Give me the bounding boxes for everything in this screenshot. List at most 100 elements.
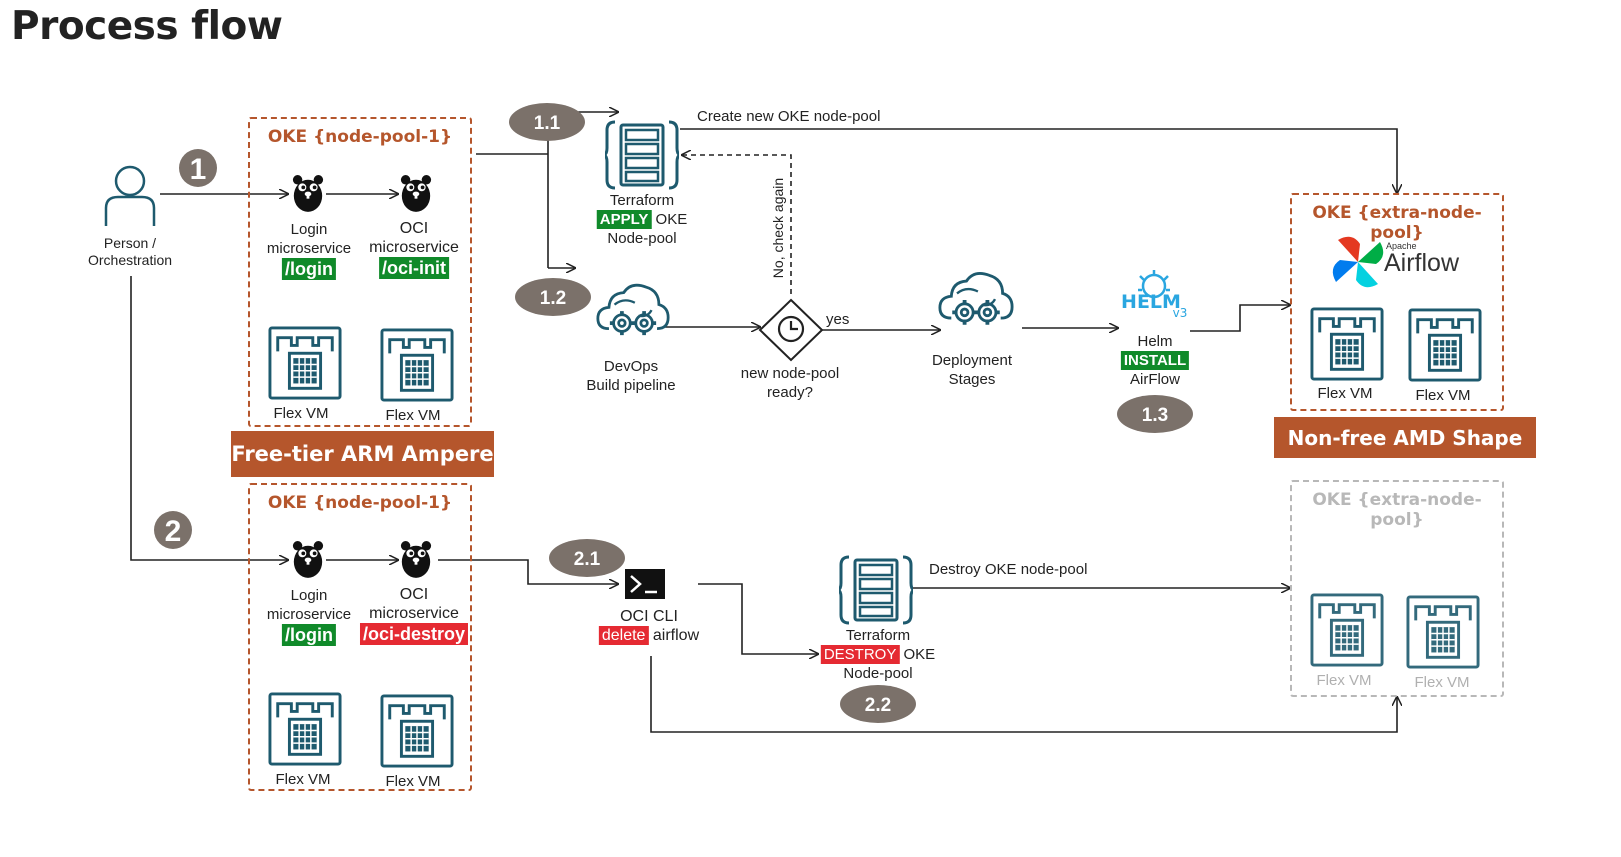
helm-version-text: v3 [1173,306,1188,320]
extra-node-pool-title: OKE {extra-node-pool} [1312,203,1482,243]
oci-destroy-path-tag: /oci-destroy [359,623,469,645]
terraform-apply-label: Terraform APPLY OKE Node-pool [596,191,688,248]
airflow-apache-text: Apache [1386,241,1417,251]
edge-label-check-again: No, check again [770,178,786,278]
oci-microservice-label-2: OCI microservice /oci-destroy [359,585,469,645]
login-microservice-label-2: Login microservice /login [267,586,351,646]
edge-label-destroy: Destroy OKE node-pool [929,561,1088,578]
devops-line2: Build pipeline [586,377,676,394]
step-badge-2-1 [549,539,625,577]
flex-vm-label-grey: Flex VM [1414,674,1470,691]
person-icon [104,165,156,226]
step-badge-1-3 [1117,395,1193,433]
devops-pipeline-icon [596,283,670,337]
step-badge-1-1 [509,103,585,141]
extra-node-pool-box: OKE {extra-node-pool} [1290,193,1504,411]
step-badge-1 [179,149,217,187]
step-badge-1-2 [515,278,591,316]
delete-after: airflow [648,627,700,644]
terraform-apply-line2: APPLY OKE [596,210,688,229]
terraform-destroy-line2: DESTROY OKE [820,645,936,664]
step-2-text: 2 [165,515,182,548]
oci-microservice-label: OCI microservice /oci-init [369,219,459,279]
login-path-tag: /login [282,258,336,280]
flex-vm-label: Flex VM [275,771,331,788]
flex-vm-label: Flex VM [273,405,329,422]
flex-vm-label: Flex VM [1415,387,1471,404]
devops-label: DevOps Build pipeline [586,357,675,395]
apply-after: OKE [651,211,688,228]
terraform-destroy-line3: Node-pool [843,665,913,682]
login-line2: microservice [266,240,352,257]
edge-label-yes: yes [826,311,850,328]
edge-cli-to-terraform [698,583,818,654]
oci-init-path-tag: /oci-init [378,257,449,279]
step-1-1-text: 1.1 [534,113,561,134]
step-badge-2 [154,511,192,549]
destroy-tag: DESTROY [820,645,900,664]
install-tag: INSTALL [1120,351,1190,370]
deployment-label: Deployment Stages [932,351,1012,389]
step-2-2-text: 2.2 [865,695,891,716]
oci-cli-label: OCI CLI delete airflow [598,607,700,645]
terraform-apply-line1: Terraform [609,192,675,209]
step-2-1-text: 2.1 [574,549,601,570]
terraform-destroy-icon [839,555,913,625]
login2-line2: microservice [266,606,352,623]
edge-oci2-to-cli [438,559,618,584]
node-pool-title: OKE {node-pool-1} [267,493,453,513]
airflow-name-text: Airflow [1384,249,1460,277]
helm-logo-icon [1138,270,1170,299]
helm-logo-text: HELM [1121,291,1181,313]
step-1-2-text: 1.2 [540,288,566,309]
login-line1: Login [290,221,328,238]
terraform-apply-line3: Node-pool [607,230,677,247]
devops-line1: DevOps [603,358,659,375]
oci-line2: microservice [369,239,459,256]
amd-shape-band: Non-free AMD Shape [1274,417,1536,458]
helm-label: Helm INSTALL AirFlow [1120,332,1190,389]
page-title: Process flow [11,4,283,49]
deploy-line2: Stages [948,371,996,388]
airflow-logo-icon [1332,236,1384,288]
oci-line1: OCI [399,220,429,237]
destroy-after: OKE [899,646,936,663]
decision-label: new node-pool ready? [741,364,839,402]
deploy-line1: Deployment [931,352,1013,369]
step-1-3-text: 1.3 [1142,405,1168,426]
terraform-destroy-label: Terraform DESTROY OKE Node-pool [820,626,936,683]
edge-check-again [682,155,792,294]
login2-path-tag: /login [282,624,336,646]
edge-actor-down [130,276,288,560]
delete-tag: delete [598,626,649,645]
decision-clock-icon [758,298,824,362]
actor-label-line2: Orchestration [87,252,173,268]
edge-label-create: Create new OKE node-pool [697,108,881,125]
login2-line1: Login [290,587,328,604]
oci-cli-line1: OCI CLI [620,608,678,625]
terraform-destroy-line1: Terraform [845,627,911,644]
helm-line3: AirFlow [1129,371,1180,388]
node-pool-box-top: OKE {node-pool-1} [248,117,472,427]
login-microservice-label: Login microservice /login [267,220,351,280]
extra-node-pool-box-grey: OKE {extra-node-pool} [1290,480,1504,697]
step-1-text: 1 [190,153,207,186]
helm-line1: Helm [1137,333,1173,350]
edge-create-nodepool [680,128,1397,193]
terraform-apply-icon [605,120,679,190]
oci2-line2: microservice [369,605,459,622]
flex-vm-label-grey: Flex VM [1316,672,1372,689]
edge-cli-to-greypool [650,656,1397,733]
flex-vm-label: Flex VM [385,773,441,790]
oci-cli-line2: delete airflow [598,626,700,645]
apply-tag: APPLY [596,210,652,229]
arm-ampere-band: Free-tier ARM Ampere [231,431,494,477]
step-badges [154,103,1193,723]
decision-line1: new node-pool [740,365,840,382]
deployment-stages-icon [938,271,1014,327]
actor-label-line1: Person / [103,235,157,251]
extra-node-pool-title-grey: OKE {extra-node-pool} [1312,490,1482,530]
oci2-line1: OCI [399,586,429,603]
flex-vm-label: Flex VM [385,407,441,424]
